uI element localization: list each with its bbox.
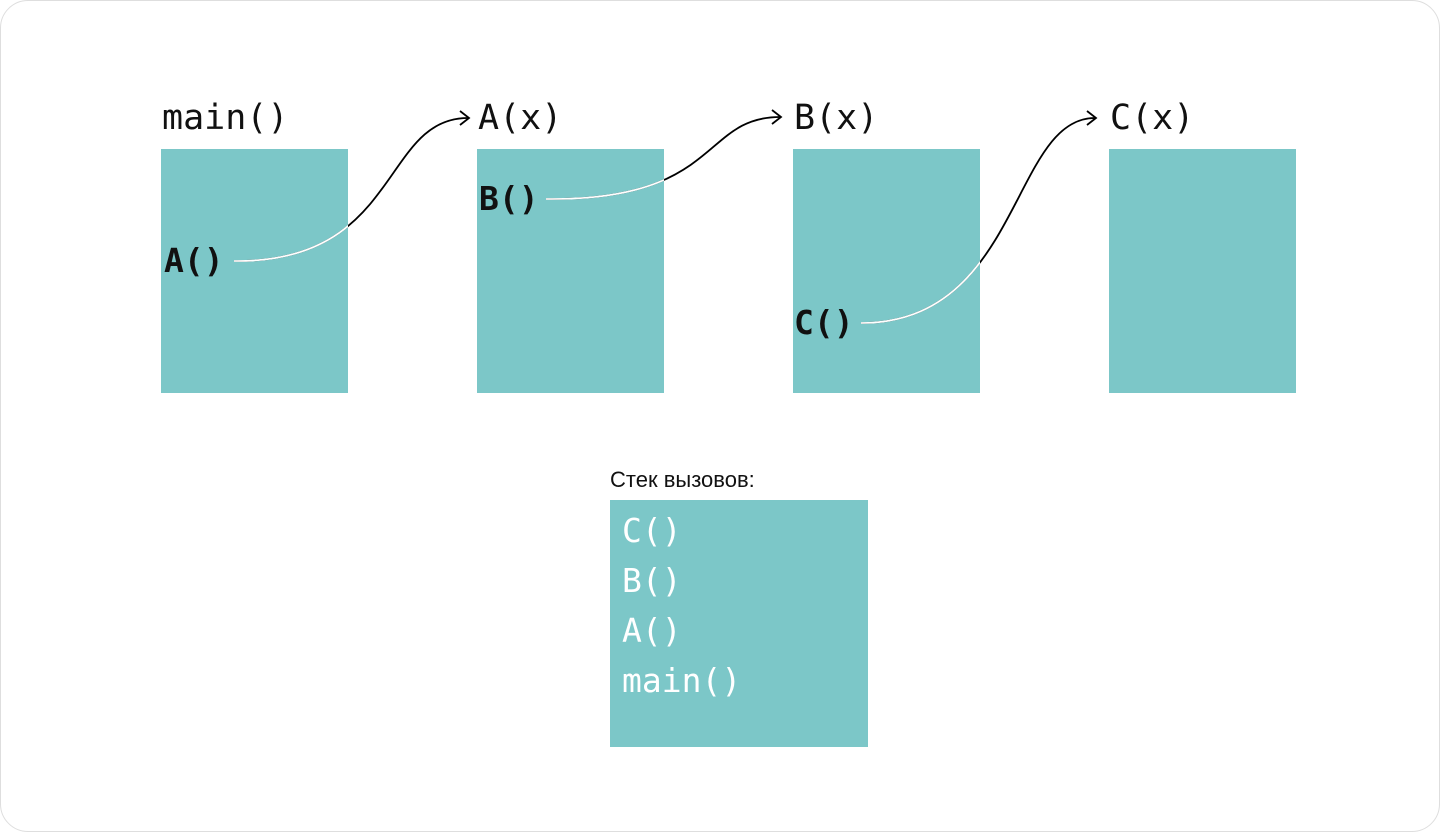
stack-item: main() [622, 661, 742, 700]
arrow-head-icon [1086, 110, 1098, 126]
call-label-a: A() [164, 241, 224, 280]
frame-title-b: B(x) [794, 98, 879, 138]
frame-box-b [793, 149, 980, 393]
frame-title-a: A(x) [478, 98, 563, 138]
stack-item: A() [622, 611, 682, 650]
call-label-c: C() [794, 303, 854, 342]
stack-item: B() [622, 561, 682, 600]
frame-title-main: main() [162, 98, 289, 138]
arrow-head-icon [771, 109, 783, 125]
frame-box-c [1109, 149, 1296, 393]
stack-item: C() [622, 511, 682, 550]
call-label-b: B() [479, 179, 539, 218]
call-stack-label: Стек вызовов: [610, 467, 755, 492]
call-stack-box: C() B() A() main() [610, 500, 868, 747]
arrow-head-icon [459, 110, 471, 126]
frame-title-c: C(x) [1110, 98, 1195, 138]
